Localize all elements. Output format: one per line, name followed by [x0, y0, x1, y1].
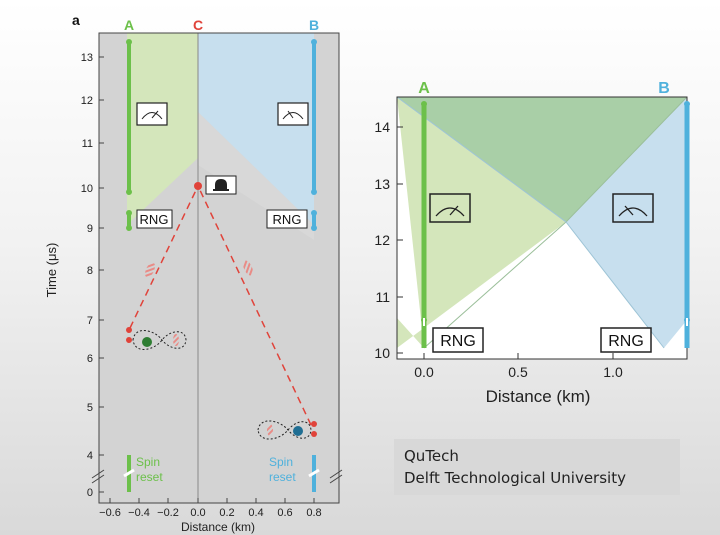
left-y-tick: 5	[87, 402, 93, 414]
left-station-c-label: C	[193, 17, 203, 33]
right-rng-a-label: RNG	[440, 333, 476, 350]
left-y-tick: 10	[81, 183, 93, 195]
left-y-tick: 12	[81, 95, 93, 107]
right-rng-a-box	[432, 327, 484, 353]
right-meter-b-icon	[612, 193, 654, 223]
credit-line-1: QuTech	[404, 447, 459, 465]
left-rng-b-box	[266, 209, 308, 229]
left-y-tick: 0	[87, 487, 93, 499]
left-x-tick: 0.0	[190, 507, 205, 519]
left-rng-a-box	[136, 209, 173, 229]
photon-a	[145, 262, 155, 278]
right-y-tick: 12	[374, 232, 390, 248]
left-x-tick: 0.2	[219, 507, 234, 519]
left-y-axis-label: Time (μs)	[44, 243, 59, 298]
left-y-tick: 13	[81, 52, 93, 64]
spin-reset-b-line2: reset	[269, 470, 296, 484]
photon-b	[243, 260, 253, 276]
right-meter-a-icon	[429, 193, 471, 223]
bell-icon	[205, 175, 237, 195]
entanglement-a-icon	[132, 330, 187, 350]
right-y-tick: 13	[374, 176, 390, 192]
right-x-tick: 0.0	[414, 364, 434, 380]
right-x-tick: 1.0	[603, 364, 623, 380]
right-x-axis-label: Distance (km)	[486, 387, 591, 406]
right-y-tick: 11	[375, 289, 390, 305]
right-rng-b-box	[600, 327, 652, 353]
left-x-tick: 0.6	[277, 507, 292, 519]
left-y-tick: 7	[87, 315, 93, 327]
left-y-tick: 8	[87, 265, 93, 277]
left-y-tick: 6	[87, 353, 93, 365]
left-y-tick: 11	[82, 138, 93, 150]
right-station-a-label: A	[418, 80, 430, 97]
entanglement-b-icon	[257, 420, 312, 440]
left-station-a-label: A	[124, 17, 134, 33]
left-cone-a	[127, 33, 198, 225]
left-x-tick: 0.8	[306, 507, 321, 519]
right-x-tick: 0.5	[508, 364, 528, 380]
left-station-b-label: B	[309, 17, 319, 33]
left-x-tick: −0.6	[99, 507, 121, 519]
left-x-tick: −0.2	[157, 507, 179, 519]
left-y-tick: 4	[87, 450, 93, 462]
left-rng-a-label: RNG	[140, 212, 169, 227]
right-rng-b-label: RNG	[608, 333, 644, 350]
credit-line-2: Delft Technological University	[404, 469, 626, 487]
right-y-tick: 10	[374, 345, 390, 361]
left-rng-b-label: RNG	[273, 212, 302, 227]
left-y-tick: 9	[87, 223, 93, 235]
left-x-axis-label: Distance (km)	[181, 520, 255, 534]
left-meter-b-icon	[277, 102, 309, 126]
photon-path-a	[129, 185, 199, 329]
credit-caption: QuTech Delft Technological University	[394, 439, 680, 495]
left-x-tick: −0.4	[128, 507, 150, 519]
spin-reset-a-line1: Spin	[136, 455, 160, 469]
left-meter-a-icon	[136, 102, 168, 126]
left-x-tick: 0.4	[248, 507, 263, 519]
left-cone-b	[198, 33, 314, 225]
right-overlap	[397, 97, 687, 222]
spin-reset-b-line1: Spin	[269, 455, 293, 469]
left-plot-frame	[98, 32, 340, 504]
spin-reset-a-line2: reset	[136, 470, 163, 484]
photon-path-b	[197, 185, 312, 426]
right-station-b-label: B	[658, 80, 670, 97]
right-y-tick: 14	[374, 119, 390, 135]
panel-label: a	[72, 12, 80, 28]
